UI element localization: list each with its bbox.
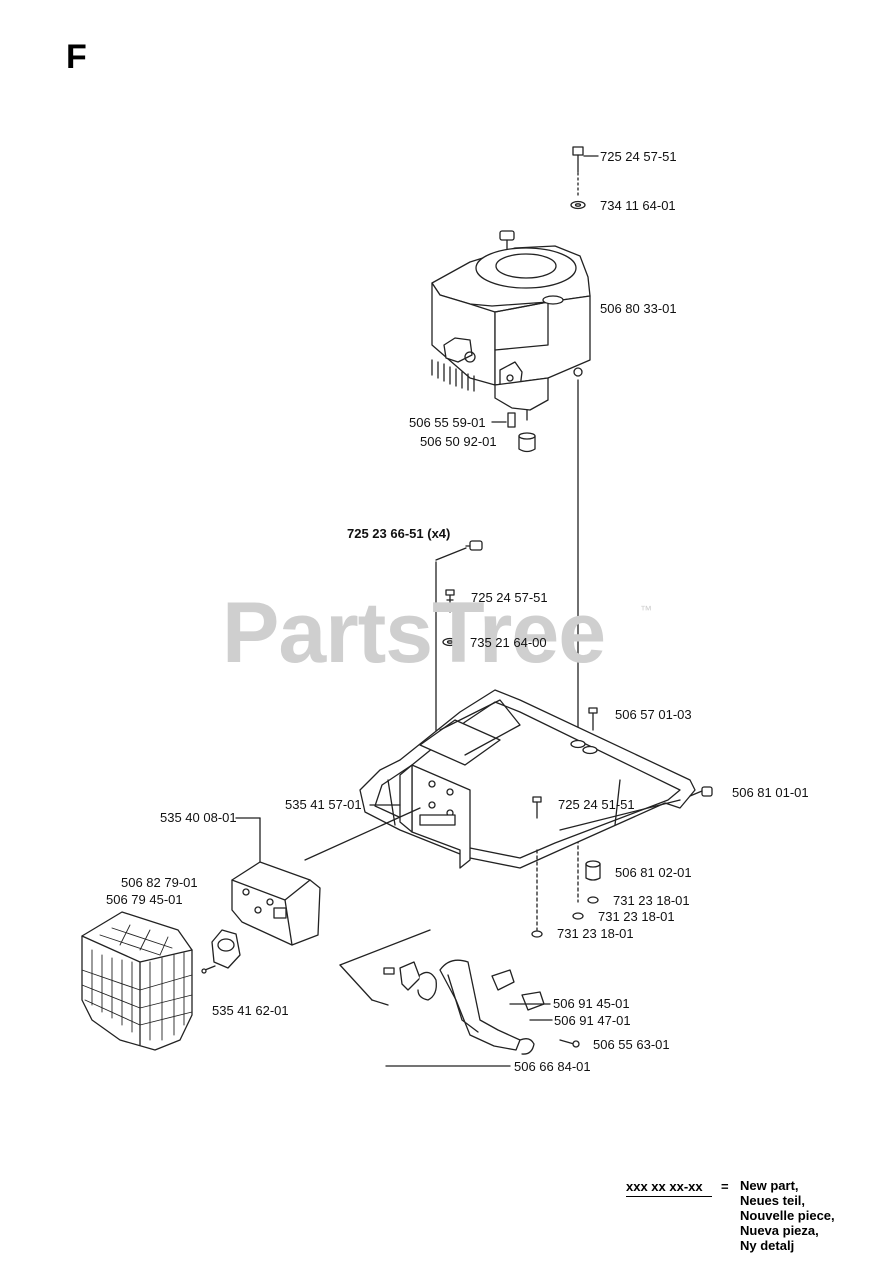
part-label: 506 82 79-01 [121,875,198,890]
part-label: 535 41 57-01 [285,797,362,812]
part-label: 725 24 57-51 [600,149,677,164]
legend-meaning: New part, [740,1178,799,1193]
washer-735-21-64-00 [442,637,458,647]
part-label: 506 81 02-01 [615,865,692,880]
part-label: 731 23 18-01 [613,893,690,908]
muffler-guard [81,911,193,1051]
part-label: 506 57 01-03 [615,707,692,722]
dipstick-tube [491,412,516,428]
spacer-506-81-02-01 [585,860,601,881]
nut-731-23-18-01-a [587,896,599,904]
part-label: 725 24 57-51 [471,590,548,605]
watermark-text: PartsTree [222,585,606,681]
bolt-725-24-57-51 [445,589,455,613]
part-label: 535 41 62-01 [212,1003,289,1018]
bolt-506-81-01-01 [689,786,713,797]
part-label: 731 23 18-01 [598,909,675,924]
exhaust-pipe-assembly [339,929,580,1055]
part-label: 506 55 63-01 [593,1037,670,1052]
part-label: 506 81 01-01 [732,785,809,800]
section-letter: F [66,38,87,76]
legend-meaning: Nouvelle piece, [740,1208,835,1223]
part-label: 506 55 59-01 [409,415,486,430]
bolt-725-24-51-51 [532,796,542,931]
frame-bolt-x4 [435,540,483,561]
part-label: 506 79 45-01 [106,892,183,907]
nut-731-23-18-01-b [572,912,584,920]
part-label: 535 40 08-01 [160,810,237,825]
part-label: 506 50 92-01 [420,434,497,449]
legend-meanings: New part, Neues teil, Nouvelle piece, Nu… [740,1178,835,1253]
part-label-with-qty: 725 23 66-51 (x4) [347,526,451,541]
spacer-sleeve [518,432,536,453]
engine-bolt-top [572,146,599,173]
legend-meaning: Neues teil, [740,1193,806,1208]
part-label: 734 11 64-01 [600,198,676,213]
part-label: 506 91 47-01 [554,1013,631,1028]
watermark-trademark: ™ [640,603,652,617]
legend-code: xxx xx xx-xx [626,1179,712,1197]
part-label: 735 21 64-00 [470,635,547,650]
legend-meaning: Nueva pieza, [740,1223,819,1238]
bolt-506-57-01-03 [570,707,598,755]
legend-meaning: Ny detalj [740,1238,795,1253]
part-label: 506 66 84-01 [514,1059,591,1074]
engine-washer-top [570,200,586,210]
exhaust-deflector [201,929,241,974]
part-label: 506 91 45-01 [553,996,630,1011]
muffler [231,861,321,946]
nut-731-23-18-01-c [531,930,543,938]
engine [431,230,591,421]
part-label: 725 24 51-51 [558,797,635,812]
legend-equals: = [721,1179,729,1194]
part-label: 731 23 18-01 [557,926,634,941]
part-label: 506 80 33-01 [600,301,677,316]
